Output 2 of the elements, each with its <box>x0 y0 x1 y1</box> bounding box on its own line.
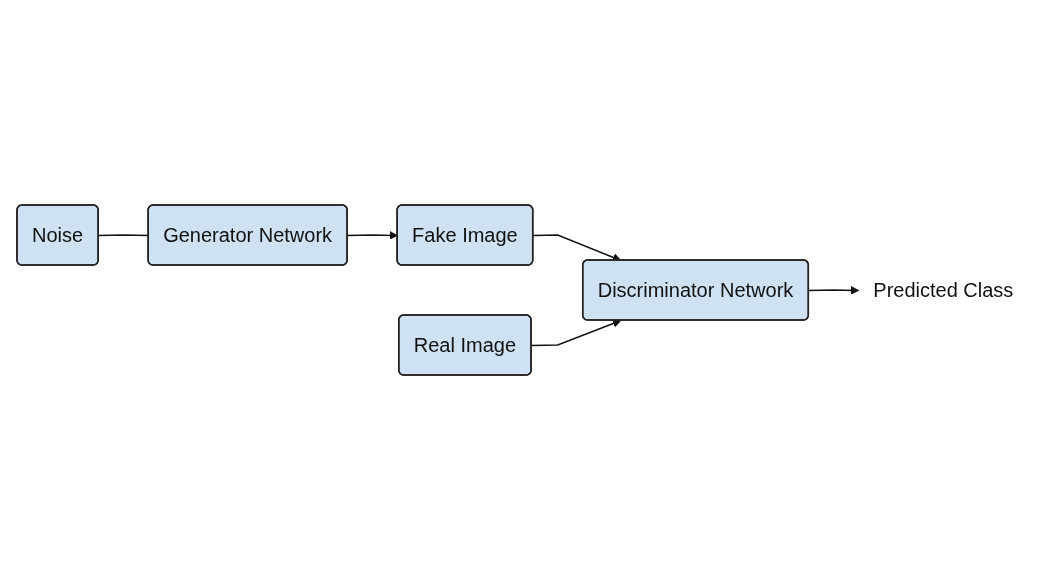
node-text: Predicted Class <box>873 278 1014 301</box>
arrow <box>530 318 622 346</box>
